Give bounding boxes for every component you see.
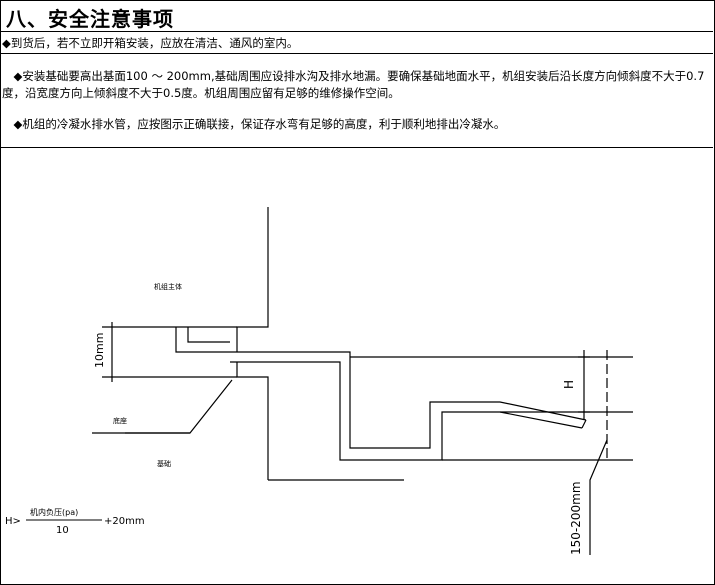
note-storage: ◆到货后，若不立即开箱安装，应放在清洁、通风的室内。 bbox=[2, 36, 299, 50]
drain-pipe-end bbox=[581, 419, 587, 429]
dim-label-10mm: 10mm bbox=[93, 333, 106, 368]
formula-prefix: H> bbox=[5, 516, 21, 527]
dim-leader-150-200 bbox=[589, 439, 608, 555]
formula-numerator: 机内负压(pa) bbox=[30, 507, 78, 517]
divider bbox=[0, 147, 713, 148]
dim-label-150-200: 150-200mm bbox=[569, 481, 583, 555]
formula-denominator: 10 bbox=[56, 525, 69, 536]
label-unit-body: 机组主体 bbox=[154, 282, 182, 291]
drain-outlet-stub-inner bbox=[187, 327, 230, 343]
drain-outlet-stub bbox=[175, 327, 230, 353]
label-foundation: 基础 bbox=[157, 459, 171, 468]
drain-pipe-outer bbox=[230, 361, 583, 461]
leader-base bbox=[125, 379, 233, 434]
unit-body-outline bbox=[236, 207, 269, 352]
formula-suffix: +20mm bbox=[104, 516, 145, 527]
section-header: 八、安全注意事项 bbox=[0, 0, 713, 32]
section-title: 八、安全注意事项 bbox=[6, 7, 174, 31]
drain-pipe-inner bbox=[230, 351, 587, 449]
note-drain-pipe: ◆机组的冷凝水排水管，应按图示正确联接，保证存水弯有足够的高度，利于顺利地排出冷… bbox=[2, 117, 506, 131]
label-base-frame: 底座 bbox=[113, 416, 127, 425]
dim-label-H: H bbox=[562, 380, 576, 389]
note-foundation: ◆安装基础要高出基面100 ～ 200mm,基础周围应设排水沟及排水地漏。要确保… bbox=[2, 69, 705, 100]
divider bbox=[0, 53, 713, 54]
unit-body-lower-outline bbox=[236, 362, 269, 480]
